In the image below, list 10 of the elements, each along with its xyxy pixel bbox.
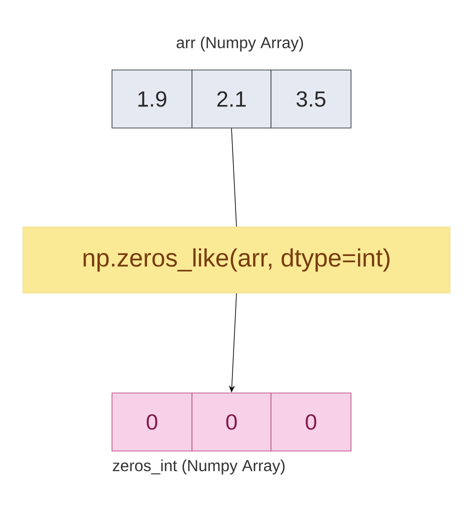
array-cell: 3.5	[270, 70, 352, 128]
array-cell: 0	[192, 392, 272, 452]
array-cell: 2.1	[192, 70, 272, 128]
array-cell: 0	[270, 392, 352, 452]
array-cell: 1.9	[112, 70, 192, 128]
function-box: np.zeros_like(arr, dtype=int)	[22, 226, 450, 294]
array-caption: zeros_int (Numpy Array)	[112, 460, 285, 474]
array-cell: 0	[112, 392, 192, 452]
connector-line	[231, 128, 237, 227]
array-caption: arr (Numpy Array)	[176, 36, 303, 52]
